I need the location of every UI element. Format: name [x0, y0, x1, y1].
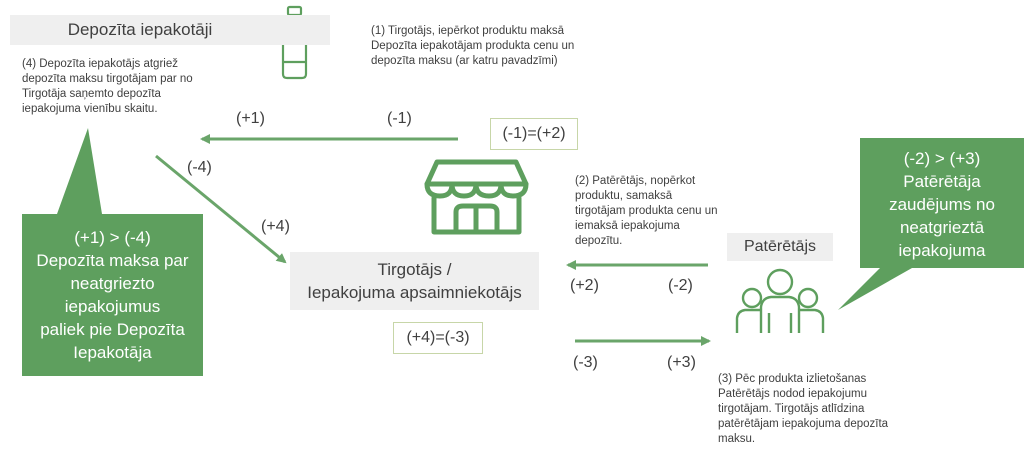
note-3: (3) Pēc produkta izlietošanas Patērētājs…: [718, 373, 889, 445]
right-callout-text: (-2) > (+3) Patērētāja zaudējums no neat…: [889, 149, 995, 260]
left-callout-shape: [22, 128, 203, 376]
consumer-box: Patērētājs: [727, 233, 833, 261]
retailer-label: Tirgotājs / Iepakojuma apsaimniekotājs: [307, 260, 522, 302]
people-icon: [735, 268, 825, 333]
note-1: (1) Tirgotājs, iepērkot produktu maksā D…: [371, 25, 575, 67]
flow-label-plus2: (+2): [570, 277, 599, 294]
flow-label-minus4: (-4): [187, 159, 212, 176]
flow-label-minus3: (-3): [573, 354, 598, 371]
flow-label-plus4: (+4): [261, 218, 290, 235]
equation-box-2: (+4)=(-3): [393, 322, 483, 354]
flow-label-plus1: (+1): [236, 110, 265, 127]
note-4: (4) Depozīta iepakotājs atgriež depozīta…: [22, 58, 193, 115]
flow-label-minus2: (-2): [668, 277, 693, 294]
consumer-label: Patērētājs: [743, 238, 817, 255]
producer-label: Depozīta iepakotāji: [67, 20, 213, 39]
note-2: (2) Patērētājs, nopērkot produktu, samak…: [575, 175, 718, 247]
producer-box: Depozīta iepakotāji: [10, 15, 330, 45]
right-callout-shape: [838, 138, 1024, 310]
arrow-4: [155, 154, 287, 264]
equation-box-1: (-1)=(+2): [490, 118, 578, 150]
flow-label-minus1: (-1): [387, 110, 412, 127]
left-callout-text: (+1) > (-4) Depozīta maksa par neatgriez…: [36, 228, 189, 362]
retailer-box: Tirgotājs / Iepakojuma apsaimniekotājs: [290, 252, 539, 310]
flow-label-plus3: (+3): [667, 354, 696, 371]
store-icon: [424, 159, 529, 235]
